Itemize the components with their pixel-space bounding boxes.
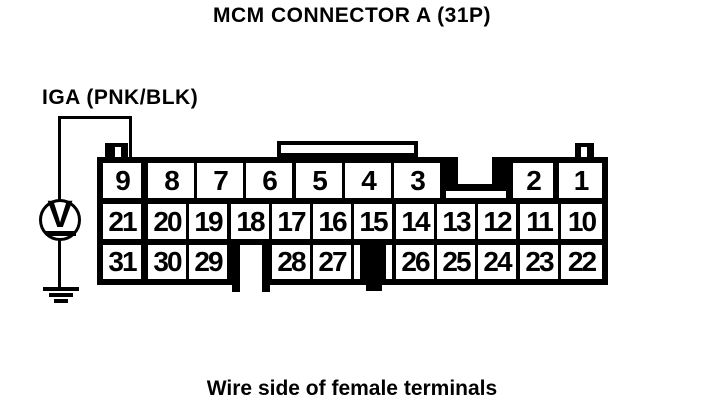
pin-27: 27 — [313, 245, 351, 279]
pin-2: 2 — [513, 163, 553, 198]
ground-bar-3 — [54, 299, 68, 303]
bottom-notch-wall-right — [262, 283, 270, 292]
pin-20: 20 — [148, 204, 186, 239]
left-tab-slot — [115, 147, 121, 157]
pin-19: 19 — [189, 204, 227, 239]
pin-31: 31 — [103, 245, 141, 279]
pin-28: 28 — [272, 245, 310, 279]
bottom-notch-wall-left — [232, 283, 240, 292]
pin-29: 29 — [189, 245, 227, 279]
pin-24: 24 — [478, 245, 516, 279]
connector-latch — [277, 141, 418, 157]
pin-3: 3 — [394, 163, 440, 198]
pin-30: 30 — [148, 245, 186, 279]
top-keyway-notch — [458, 150, 492, 184]
pin-26: 26 — [396, 245, 434, 279]
blocked-cavity-stub — [366, 280, 382, 291]
ground-bar-2 — [49, 293, 73, 297]
pin-12: 12 — [478, 204, 516, 239]
pin-1: 1 — [559, 163, 602, 198]
pin-18: 18 — [231, 204, 269, 239]
wire-horizontal — [58, 116, 132, 119]
pin-22: 22 — [561, 245, 602, 279]
pin-25: 25 — [437, 245, 475, 279]
ground-icon — [43, 287, 79, 291]
wire-to-ground — [58, 240, 61, 289]
voltmeter-letter: V — [47, 194, 73, 236]
wire-to-voltmeter — [58, 116, 61, 201]
pin-6: 6 — [246, 163, 292, 198]
pin-10: 10 — [561, 204, 602, 239]
pin-15: 15 — [354, 204, 392, 239]
wire-to-pin — [129, 116, 132, 158]
pin-14: 14 — [396, 204, 434, 239]
pin-17: 17 — [272, 204, 310, 239]
voltmeter-underline — [46, 231, 76, 236]
caption: Wire side of female terminals — [206, 377, 498, 400]
pin-7: 7 — [197, 163, 243, 198]
pin-5: 5 — [296, 163, 342, 198]
signal-wire-label: IGA (PNK/BLK) — [42, 86, 199, 109]
bottom-keyway-notch — [240, 245, 262, 292]
pin-8: 8 — [148, 163, 194, 198]
pin-13: 13 — [437, 204, 475, 239]
right-tab-slot — [581, 147, 587, 157]
pin-21: 21 — [103, 204, 141, 239]
pin-4: 4 — [345, 163, 391, 198]
pin-16: 16 — [313, 204, 351, 239]
diagram-title: MCM CONNECTOR A (31P) — [212, 4, 492, 27]
pin-11: 11 — [520, 204, 558, 239]
pin-9: 9 — [103, 163, 141, 198]
pin-23: 23 — [520, 245, 558, 279]
blocked-cavity-icon — [360, 245, 386, 280]
top-notch-gap — [446, 191, 506, 198]
